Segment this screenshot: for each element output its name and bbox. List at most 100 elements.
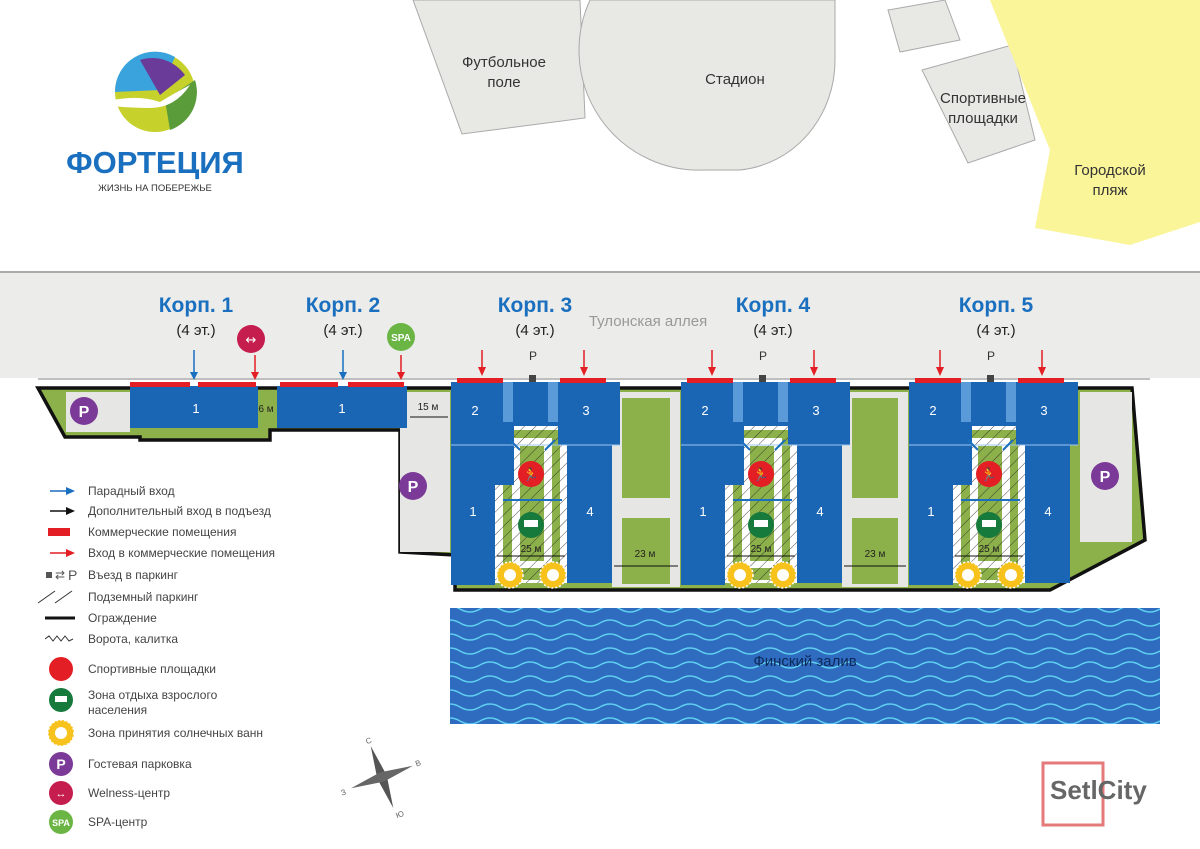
building-title: Корп. 2 bbox=[306, 294, 381, 317]
svg-text:P: P bbox=[68, 567, 77, 583]
red-bar-icon bbox=[48, 528, 70, 536]
bench-icon bbox=[748, 512, 774, 538]
beach-label-2: пляж bbox=[1092, 182, 1127, 199]
svg-text:ФОРТЕЦИЯ: ФОРТЕЦИЯ bbox=[66, 145, 244, 180]
compass-icon: С В Ю З bbox=[340, 736, 423, 821]
court-width: 25 м bbox=[979, 544, 1000, 555]
svg-text:🏃: 🏃 bbox=[523, 467, 539, 483]
bench-icon bbox=[518, 512, 544, 538]
sport-icon: 🏃 bbox=[518, 461, 544, 487]
wellness-icon: ↔ bbox=[237, 325, 265, 353]
parking-entry-icon bbox=[759, 375, 766, 382]
section-1 bbox=[909, 445, 953, 585]
sun-icon bbox=[954, 561, 982, 589]
section-3 bbox=[558, 382, 620, 445]
red-arrow-icon bbox=[708, 367, 716, 376]
section-label: 4 bbox=[1044, 504, 1051, 519]
section-label: 4 bbox=[816, 504, 823, 519]
sun-icon bbox=[769, 561, 797, 589]
legend-item: Ворота, калитка bbox=[44, 632, 178, 646]
legend-label: Дополнительный вход в подъезд bbox=[88, 504, 271, 518]
watermark-logo: SetlCity bbox=[1041, 761, 1147, 827]
legend-item: Подземный паркинг bbox=[37, 590, 199, 604]
section-label: 3 bbox=[1040, 403, 1047, 418]
parking-icon: P bbox=[49, 752, 73, 776]
svg-text:SPA: SPA bbox=[52, 818, 70, 828]
svg-text:SPA: SPA bbox=[391, 333, 411, 344]
svg-text:С: С bbox=[364, 736, 373, 747]
sun-icon bbox=[47, 719, 75, 747]
sport-icon: 🏃 bbox=[748, 461, 774, 487]
building-floors: (4 эт.) bbox=[976, 322, 1015, 339]
svg-text:Ю: Ю bbox=[395, 809, 406, 820]
parking-icon: P bbox=[399, 472, 427, 500]
legend-label: Зона принятия солнечных ванн bbox=[88, 726, 263, 740]
sport-icon: 🏃 bbox=[976, 461, 1002, 487]
building-2 bbox=[277, 386, 407, 428]
building-title: Корп. 4 bbox=[736, 294, 811, 317]
commercial-premises bbox=[915, 378, 961, 383]
city-beach bbox=[990, 0, 1200, 245]
commercial-premises bbox=[457, 378, 503, 383]
red-arrow-icon bbox=[50, 549, 75, 557]
gulf-label: Финский залив bbox=[753, 653, 856, 670]
legend-item: Парадный вход bbox=[50, 484, 175, 498]
sport-icon bbox=[49, 657, 73, 681]
parking-entry-label: P bbox=[759, 349, 767, 363]
gap-23m: 23 м bbox=[635, 549, 656, 560]
building-title: Корп. 3 bbox=[498, 294, 573, 317]
section-label: 3 bbox=[812, 403, 819, 418]
section-label: 4 bbox=[586, 504, 593, 519]
hatch-icon bbox=[37, 590, 73, 604]
svg-text:↔: ↔ bbox=[56, 788, 67, 800]
parking-entry-label: P bbox=[987, 349, 995, 363]
building-floors: (4 эт.) bbox=[323, 322, 362, 339]
svg-text:🏃: 🏃 bbox=[753, 467, 769, 483]
legend-item: Спортивные площадки bbox=[49, 657, 216, 681]
section-label: 1 bbox=[927, 504, 934, 519]
sun-icon bbox=[997, 561, 1025, 589]
gap-15m: 15 м bbox=[418, 402, 439, 413]
wellness-icon: ↔ bbox=[49, 781, 73, 805]
legend-item: Ограждение bbox=[45, 611, 157, 625]
commercial-premises bbox=[687, 378, 733, 383]
parking-entry-icon: ⇄P bbox=[46, 567, 77, 583]
legend-label: Подземный паркинг bbox=[88, 590, 199, 604]
legend-label: Зона отдыха взрослого bbox=[88, 688, 218, 702]
football-label: Футбольное bbox=[462, 54, 546, 71]
section-label: 1 bbox=[469, 504, 476, 519]
spa-icon: SPA bbox=[387, 323, 415, 351]
building-floors: (4 эт.) bbox=[176, 322, 215, 339]
legend-item: Зона принятия солнечных ванн bbox=[47, 719, 263, 747]
svg-text:P: P bbox=[408, 479, 419, 496]
sun-icon bbox=[496, 561, 524, 589]
section-3 bbox=[1016, 382, 1078, 445]
legend-label: Парадный вход bbox=[88, 484, 175, 498]
section-4 bbox=[567, 445, 612, 583]
red-arrow-icon bbox=[1038, 367, 1046, 376]
svg-text:В: В bbox=[414, 758, 422, 768]
gap-6m: 6 м bbox=[258, 404, 273, 415]
svg-text:🏃: 🏃 bbox=[981, 467, 997, 483]
section-1 bbox=[681, 445, 725, 585]
section-4 bbox=[797, 445, 842, 583]
legend-label: SPA-центр bbox=[88, 815, 148, 829]
legend-label: населения bbox=[88, 703, 147, 717]
svg-text:P: P bbox=[79, 404, 90, 421]
stadium bbox=[578, 0, 836, 171]
legend-item: SPA SPA-центр bbox=[49, 810, 148, 834]
parking-entry-label: P bbox=[529, 349, 537, 363]
legend-item: Дополнительный вход в подъезд bbox=[50, 504, 271, 518]
commercial-premises bbox=[790, 378, 836, 383]
section-label: 2 bbox=[929, 403, 936, 418]
stadium-label: Стадион bbox=[705, 71, 765, 88]
building-title: Корп. 1 bbox=[159, 294, 234, 317]
legend-item: Вход в коммерческие помещения bbox=[50, 546, 275, 560]
svg-text:SetlCity: SetlCity bbox=[1050, 775, 1147, 805]
sports-label-2: площадки bbox=[948, 110, 1018, 127]
alley-road bbox=[0, 272, 1200, 378]
red-arrow-icon bbox=[580, 367, 588, 376]
